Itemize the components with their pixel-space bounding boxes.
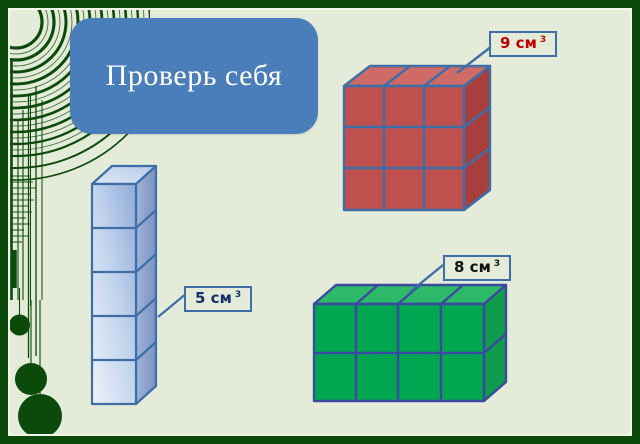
label-blue-unit: см (210, 289, 232, 307)
label-red-unit: см (515, 34, 537, 52)
label-green-exponent: 3 (493, 259, 501, 269)
figure-green-block (310, 282, 525, 408)
pointer-line-blue (157, 292, 188, 318)
page-title: Проверь себя (105, 59, 283, 92)
label-blue-exponent: 3 (234, 290, 242, 300)
figure-blue-tower (88, 162, 168, 412)
label-green-value: 8 (454, 258, 465, 276)
label-green-unit: см (469, 258, 491, 276)
label-blue-value: 5 (195, 289, 206, 307)
figure-red-block (340, 62, 510, 232)
pointer-line-green (409, 264, 444, 293)
title-banner: Проверь себя (70, 18, 318, 134)
label-red-exponent: 3 (539, 35, 547, 45)
label-red-value: 9 (500, 34, 511, 52)
